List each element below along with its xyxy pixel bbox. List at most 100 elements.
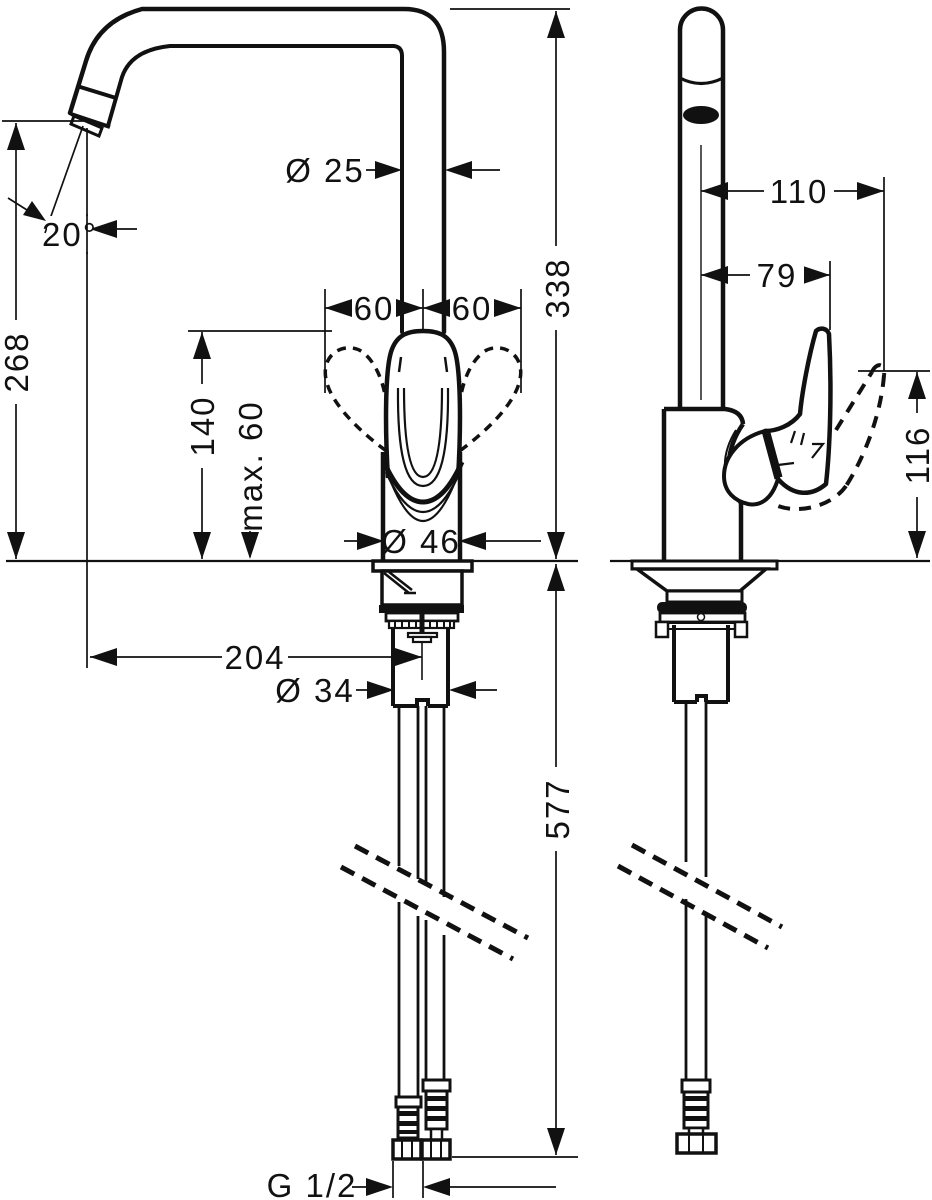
dimension-labels: Ø 25 338 268 60 60 140 max. 60 Ø 46: [0, 152, 932, 1200]
handle-pivot-seam: [761, 428, 783, 480]
handle-body-seam: [381, 460, 465, 505]
label-20deg: 20°: [42, 216, 98, 253]
arrow-dia34-right: [449, 681, 476, 699]
front-view-faucet: [6, 6, 578, 1161]
arrow-577-top: [547, 564, 565, 591]
oring-side: [657, 602, 747, 613]
arrow-116-top: [908, 372, 926, 399]
washer-slots: [394, 622, 451, 627]
label-140: 140: [182, 384, 222, 468]
svg-text:577: 577: [539, 778, 576, 839]
break-line-side-upper: [630, 842, 784, 930]
svg-text:max. 60: max. 60: [232, 400, 269, 531]
washer-tab-left: [654, 620, 670, 639]
hose-connector-left: [391, 1095, 423, 1161]
arrow-dia46-right: [459, 532, 486, 550]
break-line-front-lower: [339, 864, 515, 962]
leader-20deg: [7, 197, 137, 230]
body-ring-arc-1: [384, 471, 462, 514]
svg-text:79: 79: [757, 257, 798, 294]
shank-front: [391, 628, 450, 708]
handle-detail-lines: [777, 430, 826, 467]
arrow-20deg-a: [23, 201, 46, 221]
svg-text:60: 60: [452, 290, 493, 327]
handle-raised-dashed: [777, 363, 887, 512]
spout-outer-outline: [67, 6, 447, 335]
body-under-deck-side: [665, 589, 744, 604]
arrow-110-left: [701, 182, 728, 200]
spout-outlet-opening: [683, 106, 719, 124]
hoses-upper-front: [397, 706, 446, 897]
break-line-side-lower: [616, 863, 770, 951]
svg-text:140: 140: [184, 395, 221, 456]
label-79: 79: [750, 256, 804, 294]
handle-front-ticks: [397, 356, 449, 373]
label-60-left: 60: [352, 289, 396, 327]
arrow-max60: [241, 532, 259, 559]
svg-text:110: 110: [770, 173, 829, 210]
oring-front: [379, 605, 464, 613]
arrow-79-right: [803, 266, 830, 284]
arrow-116-bottom: [908, 531, 926, 558]
hoses-lower-front: [397, 902, 446, 1099]
arrow-dia25-left: [375, 161, 402, 179]
escutcheon-cone-side: [631, 567, 771, 593]
arrow-60-center-b: [423, 299, 450, 317]
arrow-140-bottom: [193, 532, 211, 559]
arrow-204-left: [90, 648, 117, 666]
svg-text:268: 268: [0, 331, 35, 392]
arrow-dia25-right: [445, 161, 472, 179]
label-dia-46: Ø 46: [381, 523, 461, 560]
label-g-1-2: G 1/2: [267, 1167, 358, 1200]
riser-side: [677, 6, 726, 409]
arrow-268-bottom: [7, 532, 25, 559]
hose-lower-side: [684, 899, 708, 1080]
side-view-faucet: [610, 6, 930, 1155]
mount-plate-hole: [696, 612, 706, 622]
spout-inner-outline: [106, 44, 404, 334]
arrow-268-top: [7, 123, 25, 150]
handle-front: [383, 328, 463, 479]
label-60-right: 60: [450, 289, 494, 327]
ext-spout-axis-20deg: [44, 125, 84, 234]
label-dia-34: Ø 34: [275, 672, 355, 709]
arrow-60-center-a: [396, 299, 423, 317]
svg-text:20°: 20°: [42, 216, 98, 253]
arrow-79-left: [701, 266, 728, 284]
washer-band: [668, 622, 735, 630]
ext-60-60: [324, 289, 522, 393]
spout-tip-band: [76, 84, 117, 100]
svg-text:60: 60: [354, 290, 395, 327]
spout-front-arc: [679, 76, 724, 86]
break-line-front-upper: [353, 843, 530, 941]
arrow-g12-right: [423, 1178, 450, 1196]
arrow-204-right: [395, 648, 422, 666]
body-ring-arc-2: [389, 481, 457, 523]
arrow-338-bottom: [547, 532, 565, 559]
arrow-140-top: [193, 332, 211, 359]
arrow-g12-left: [366, 1178, 393, 1196]
arrow-dia46-left: [357, 532, 384, 550]
handle-swing-arc-right: [446, 346, 523, 462]
label-116: 116: [897, 413, 932, 497]
arrow-338-top: [547, 11, 565, 38]
arrow-60-outer-right: [494, 299, 521, 317]
label-max-60: max. 60: [230, 400, 270, 532]
arrow-20deg-b: [90, 220, 117, 238]
washer-tab-right: [733, 620, 749, 639]
label-268: 268: [0, 320, 36, 404]
handle-housing-side: [721, 428, 781, 507]
svg-text:338: 338: [539, 257, 576, 318]
handle-joint-arc-1: [396, 387, 450, 488]
label-338: 338: [537, 246, 577, 330]
arrow-60-outer-left: [325, 299, 352, 317]
shank-side: [672, 625, 730, 704]
dimension-arrowheads: [7, 11, 926, 1196]
arrow-110-right: [857, 182, 884, 200]
label-dia-25: Ø 25: [285, 152, 365, 189]
svg-text:116: 116: [899, 426, 932, 485]
setscrew-mark: [383, 571, 416, 595]
label-110: 110: [764, 172, 834, 210]
